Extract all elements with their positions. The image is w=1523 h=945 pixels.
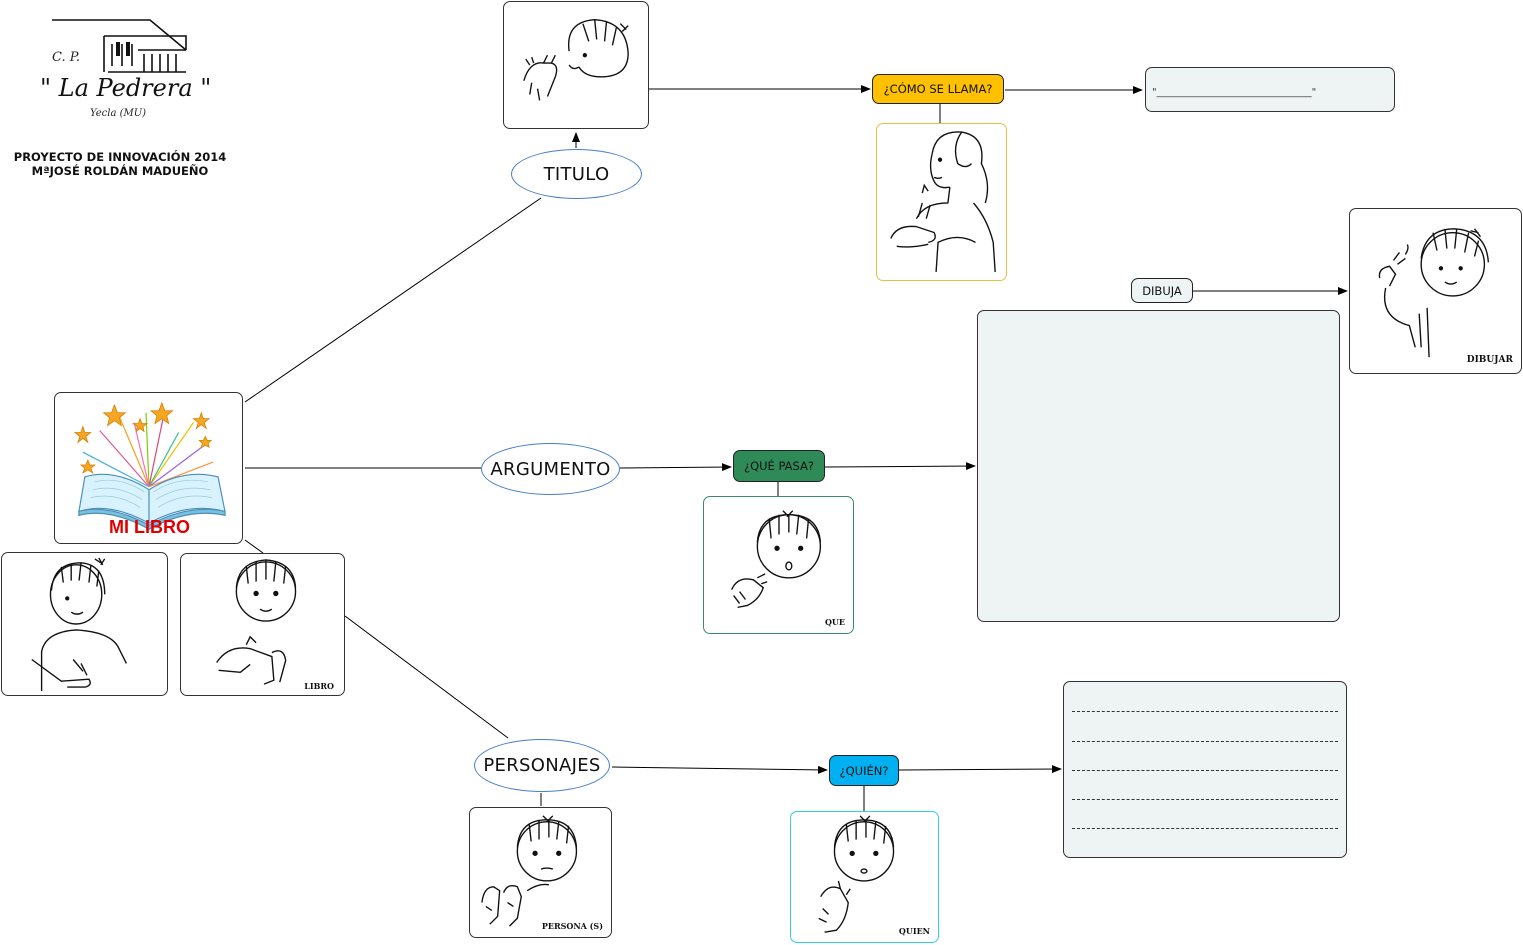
writing-line-3[interactable] — [1072, 770, 1338, 771]
center-book-card[interactable]: MI LIBRO — [54, 392, 243, 544]
dibujar-sign-card[interactable]: DIBUJAR — [1349, 208, 1522, 374]
writing-line-1[interactable] — [1072, 711, 1338, 712]
libro-caption: LIBRO — [304, 681, 334, 691]
school-town: Yecla (MU) — [90, 108, 147, 119]
project-title: PROYECTO DE INNOVACIÓN 2014 MªJOSÉ ROLDÁ… — [2, 150, 238, 178]
project-line-1: PROYECTO DE INNOVACIÓN 2014 — [13, 150, 227, 164]
characters-writing-panel[interactable] — [1063, 681, 1347, 858]
persona-caption: PERSONA (S) — [541, 921, 603, 931]
school-building-icon — [52, 19, 187, 73]
writing-line-4[interactable] — [1072, 799, 1338, 800]
edge-question-lines — [898, 765, 1062, 774]
titulo-sign-icon — [523, 19, 629, 101]
quien-sign-card[interactable]: QUIEN — [790, 811, 939, 943]
girl-signing-icon — [890, 131, 996, 272]
edge-argumento-question — [619, 463, 732, 472]
girl-sign-card[interactable] — [876, 123, 1007, 281]
edge-center-sign — [244, 539, 264, 554]
titulo-oval[interactable]: TITULO — [511, 149, 642, 199]
edge-personajes-question — [611, 765, 828, 774]
quien-sign-icon — [818, 815, 895, 933]
writing-line-2[interactable] — [1072, 741, 1338, 742]
persona-sign-icon — [481, 815, 578, 927]
drawing-area[interactable] — [977, 310, 1340, 622]
project-line-2: MªJOSÉ ROLDÁN MADUEÑO — [31, 164, 209, 178]
boy-sign-card-1[interactable] — [1, 552, 168, 696]
quien-box[interactable]: ¿QUIÉN? — [829, 755, 899, 786]
school-logo: C. P. " La Pedrera " Yecla (MU) — [38, 14, 212, 126]
argumento-oval[interactable]: ARGUMENTO — [481, 443, 620, 495]
edge-question-panel — [824, 462, 976, 471]
personajes-oval[interactable]: PERSONAJES — [474, 739, 610, 792]
school-prefix: C. P. — [52, 50, 80, 65]
dibujar-caption: DIBUJAR — [1466, 355, 1513, 365]
como-se-llama-box[interactable]: ¿CÓMO SE LLAMA? — [872, 74, 1004, 104]
boy-signing-icon — [31, 557, 128, 692]
school-name: " La Pedrera " — [40, 74, 212, 102]
titulo-sign-card[interactable] — [503, 1, 649, 129]
writing-line-5[interactable] — [1072, 828, 1338, 829]
quien-caption: QUIEN — [898, 926, 930, 936]
que-sign-card[interactable]: QUE — [703, 496, 854, 634]
title-answer-field[interactable]: "_______________________________" — [1145, 67, 1395, 112]
book-icon — [73, 401, 226, 530]
edge-center-titulo — [244, 197, 542, 403]
title-answer-line: "_______________________________" — [1152, 87, 1317, 98]
dibujar-sign-icon — [1378, 228, 1490, 358]
que-pasa-box[interactable]: ¿QUÉ PASA? — [733, 450, 825, 482]
fireworks-rays — [82, 412, 214, 488]
que-sign-icon — [731, 510, 822, 609]
que-caption: QUE — [824, 617, 845, 627]
libro-sign-icon — [216, 559, 297, 685]
edge-sign-personajes — [344, 615, 509, 739]
persona-sign-card[interactable]: PERSONA (S) — [469, 807, 612, 938]
libro-sign-card[interactable]: LIBRO — [180, 553, 345, 696]
dibuja-box[interactable]: DIBUJA — [1131, 278, 1193, 303]
center-title: MI LIBRO — [109, 517, 190, 537]
